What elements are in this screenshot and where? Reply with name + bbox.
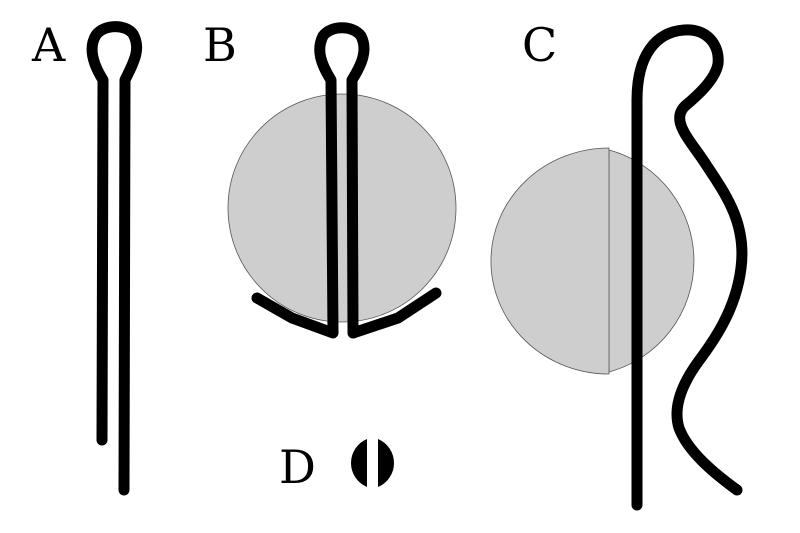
panel-a-cotter-pin [86,21,143,496]
label-c: C [522,18,557,72]
pin-c-body [631,24,748,511]
pin-a-eye-and-long-leg [86,21,143,496]
pin-b-body [251,22,442,339]
shaft-b [227,93,457,323]
pin-d-left-half [351,439,367,487]
label-d: D [279,440,316,494]
label-b: B [203,18,237,72]
panel-d-cross-section [351,439,394,487]
shaft-c-half-left [490,147,610,375]
label-a: A [31,18,66,72]
panel-b-installed-pin [227,22,457,339]
pin-d-right-half [378,439,394,487]
panel-c-hair-pin [490,24,748,511]
